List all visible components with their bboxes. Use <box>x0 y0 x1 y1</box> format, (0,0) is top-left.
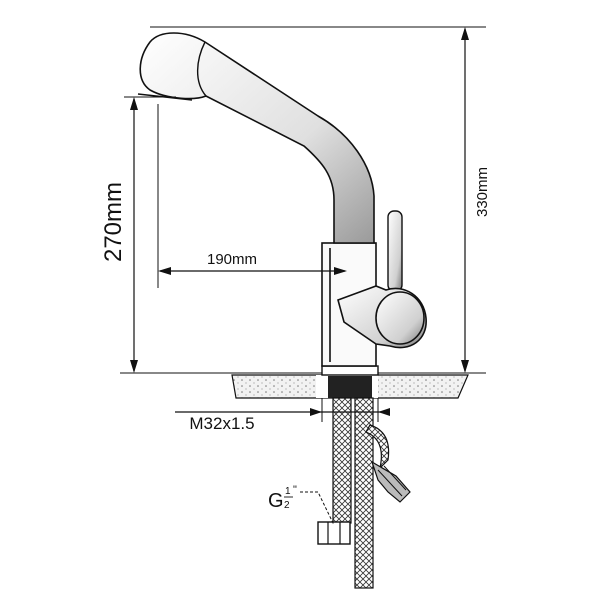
hot-hose <box>354 397 374 589</box>
inlet-label-g: G <box>268 490 284 512</box>
handle-cap <box>375 291 425 345</box>
inlet-callout: G 1 2 " <box>268 484 335 526</box>
braided-hoses <box>317 397 411 589</box>
inlet-label-num: 1 <box>285 486 291 497</box>
inlet-label-den: 2 <box>284 500 290 511</box>
inlet-label-mark: " <box>293 484 297 496</box>
faucet-body <box>137 32 427 367</box>
dim-190-label: 190mm <box>207 251 257 268</box>
thread-label: M32x1.5 <box>189 414 254 433</box>
spout <box>139 32 375 244</box>
cold-hose <box>332 397 352 524</box>
dimension-190: 190mm <box>158 251 347 275</box>
handle-lever <box>387 210 403 292</box>
dimension-330: 330mm <box>461 27 491 373</box>
countertop <box>120 372 486 399</box>
hose-weight <box>370 460 411 503</box>
dimension-270: 270mm <box>100 97 138 373</box>
dim-270-label: 270mm <box>100 182 127 262</box>
dimension-thread: M32x1.5 <box>175 408 390 433</box>
mounting-nut <box>328 376 372 398</box>
spray-head-seam <box>196 41 207 97</box>
base-ring <box>321 365 379 376</box>
dim-330-label: 330mm <box>474 167 491 217</box>
inlet-leader <box>300 491 335 526</box>
inlet-fitting <box>317 521 351 545</box>
extension-lines <box>124 26 486 422</box>
